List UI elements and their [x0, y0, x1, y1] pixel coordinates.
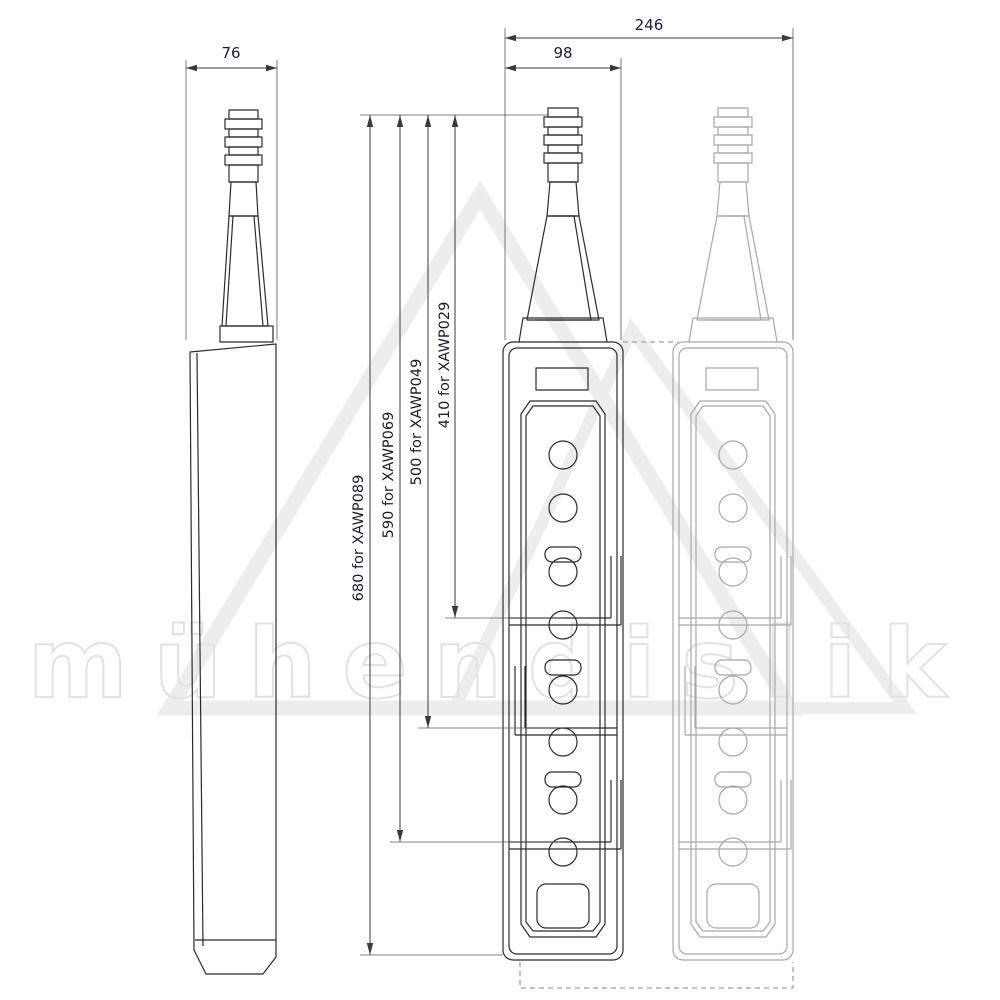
arrow-up-icon [424, 115, 432, 127]
arrow-left-icon [186, 64, 197, 72]
arrow-up-icon [451, 115, 459, 127]
watermark-text: mühendislik [28, 608, 973, 720]
arrow-down-icon [451, 606, 459, 618]
dim-lengths: 680 for XAWP089 590 for XAWP069 500 for … [351, 114, 563, 956]
arrow-down-icon [396, 830, 404, 842]
dim-text-length-500: 500 for XAWP049 [409, 359, 425, 486]
dim-front-width: 98 [504, 44, 622, 340]
arrow-left-icon [505, 34, 516, 42]
arrow-right-icon [610, 64, 621, 72]
dim-text-overall-width: 246 [635, 16, 664, 34]
arrow-down-icon [366, 943, 374, 955]
dim-text-length-680: 680 for XAWP089 [351, 475, 367, 602]
watermark-triangle-small [445, 318, 917, 714]
arrow-right-icon [266, 64, 277, 72]
dim-text-front-width: 98 [553, 44, 572, 62]
arrow-down-icon [424, 716, 432, 728]
arrow-right-icon [782, 34, 793, 42]
arrow-left-icon [505, 64, 516, 72]
front-view-primary [502, 107, 624, 961]
arrow-up-icon [366, 115, 374, 127]
dim-text-side-width: 76 [221, 44, 240, 62]
hidden-lines [519, 341, 794, 989]
arrow-up-icon [396, 115, 404, 127]
dim-side-width: 76 [185, 44, 278, 340]
watermark: mühendislik [27, 180, 973, 721]
dim-overall-width: 246 [504, 16, 794, 340]
dim-text-length-590: 590 for XAWP069 [381, 412, 397, 539]
dim-text-length-410: 410 for XAWP029 [437, 302, 453, 429]
side-view [189, 109, 277, 975]
front-view-secondary [672, 107, 794, 961]
